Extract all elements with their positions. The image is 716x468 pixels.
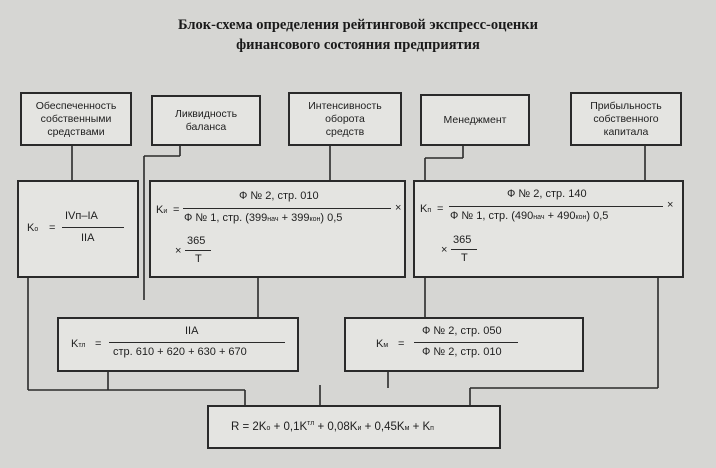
indicator-equity-ratio: Обеспеченность собственными средствами — [20, 92, 132, 146]
ki-fraction-bar — [183, 208, 391, 209]
indicator-turnover-intensity-line-3: средств — [325, 125, 365, 138]
indicator-equity-profitability: Прибыльность собственного капитала — [570, 92, 682, 146]
ko-numerator: IVп–IА — [65, 210, 98, 222]
km-symbol: Kм — [376, 338, 388, 350]
formula-box-kp: Kп = Ф № 2, стр. 140 Ф № 1, стр. (490нач… — [413, 180, 684, 278]
ki-den-part-c: ) 0,5 — [320, 212, 343, 224]
ki-days-numerator: 365 — [187, 235, 206, 247]
indicator-management: Менеджмент — [420, 94, 530, 146]
ko-fraction-bar — [62, 227, 124, 228]
indicator-equity-profitability-line-1: Прибыльность — [590, 99, 662, 112]
indicator-equity-ratio-line-3: средствами — [47, 125, 105, 138]
ko-symbol-letter: K — [27, 222, 35, 234]
kp-den-part-a: Ф № 1, стр. (490 — [450, 210, 534, 222]
indicator-turnover-intensity-line-1: Интенсивность — [308, 99, 382, 112]
ko-symbol: Ko — [27, 222, 38, 234]
km-denominator: Ф № 2, стр. 010 — [422, 346, 502, 358]
ki-symbol-letter: K — [156, 204, 164, 216]
ko-denominator: IIА — [81, 232, 95, 244]
ki-days-fraction-bar — [185, 250, 211, 251]
km-symbol-letter: K — [376, 338, 384, 350]
kp-den-part-c: ) 0,5 — [586, 210, 609, 222]
rating-sub-o: о — [266, 424, 271, 432]
indicator-liquidity-line-2: баланса — [185, 120, 227, 133]
rating-term-km: + 0,45K — [361, 420, 405, 433]
kp-den-sub-start: нач — [533, 214, 545, 221]
ktl-denominator: стр. 610 + 620 + 630 + 670 — [113, 346, 247, 358]
km-fraction-bar — [414, 342, 518, 343]
kp-days-fraction-bar — [451, 249, 477, 250]
ki-den-part-a: Ф № 1, стр. (399 — [184, 212, 268, 224]
ktl-equals: = — [95, 338, 102, 350]
rating-term-ki: + 0,08K — [314, 420, 358, 433]
ktl-fraction-bar — [109, 342, 285, 343]
ki-numerator: Ф № 2, стр. 010 — [239, 190, 319, 202]
rating-term-ko: R = 2K — [231, 420, 267, 433]
ktl-symbol: Kтл — [71, 338, 85, 350]
formula-box-ko: Ko = IVп–IА IIА — [17, 180, 139, 278]
rating-formula: R = 2Kо + 0,1Kтл + 0,08Kи + 0,45Kм + Kп — [231, 420, 434, 433]
kp-symbol: Kп — [420, 203, 431, 215]
ki-equals: = — [173, 204, 180, 216]
formula-box-km: Kм = Ф № 2, стр. 050 Ф № 2, стр. 010 — [344, 317, 584, 372]
ki-den-part-b: + 399 — [281, 212, 310, 224]
ki-den-sub-start: нач — [267, 216, 279, 223]
ktl-symbol-sub: тл — [78, 342, 86, 349]
ktl-numerator: IIА — [185, 325, 199, 337]
indicator-liquidity: Ликвидность баланса — [151, 95, 261, 146]
kp-multiply-sign-2: × — [441, 244, 448, 256]
kp-symbol-sub: п — [427, 207, 432, 214]
formula-box-ki: Kи = Ф № 2, стр. 010 Ф № 1, стр. (399нач… — [149, 180, 406, 278]
km-equals: = — [398, 338, 405, 350]
kp-den-part-b: + 490 — [547, 210, 576, 222]
ki-multiply-sign: × — [395, 202, 402, 214]
indicator-turnover-intensity: Интенсивность оборота средств — [288, 92, 402, 146]
ktl-symbol-letter: K — [71, 338, 79, 350]
diagram-title-line-1: Блок-схема определения рейтинговой экспр… — [178, 17, 538, 33]
rating-term-ktl: + 0,1K — [270, 420, 308, 433]
km-numerator: Ф № 2, стр. 050 — [422, 325, 502, 337]
ko-symbol-sub: o — [34, 226, 39, 233]
kp-symbol-letter: K — [420, 203, 428, 215]
rating-sub-m: м — [404, 424, 410, 432]
kp-den-sub-end: кон — [575, 214, 587, 221]
kp-days-numerator: 365 — [453, 234, 472, 246]
indicator-liquidity-line-1: Ликвидность — [174, 107, 238, 120]
kp-fraction-bar — [449, 206, 663, 207]
kp-days-denominator: Т — [461, 252, 468, 264]
ki-days-denominator: Т — [195, 253, 202, 265]
indicator-equity-ratio-line-1: Обеспеченность — [35, 99, 117, 112]
indicator-management-line-1: Менеджмент — [443, 113, 507, 126]
indicator-equity-profitability-line-3: капитала — [603, 125, 649, 138]
formula-box-ktl: Kтл = IIА стр. 610 + 620 + 630 + 670 — [57, 317, 299, 372]
ko-equals: = — [49, 222, 56, 234]
ki-denominator: Ф № 1, стр. (399нач + 399кон) 0,5 — [184, 212, 342, 224]
ki-multiply-sign-2: × — [175, 245, 182, 257]
kp-numerator: Ф № 2, стр. 140 — [507, 188, 587, 200]
km-symbol-sub: м — [383, 342, 389, 349]
kp-multiply-sign: × — [667, 199, 674, 211]
rating-term-kp: + K — [409, 420, 431, 433]
diagram-title-line-2: финансового состояния предприятия — [236, 37, 480, 53]
rating-sub-p: п — [430, 424, 434, 432]
rating-sup-tl: тл — [307, 420, 315, 427]
rating-formula-box: R = 2Kо + 0,1Kтл + 0,08Kи + 0,45Kм + Kп — [207, 405, 501, 449]
indicator-equity-profitability-line-2: собственного — [593, 112, 659, 125]
ki-symbol-sub: и — [163, 208, 168, 215]
kp-equals: = — [437, 203, 444, 215]
indicator-turnover-intensity-line-2: оборота — [325, 112, 365, 125]
ki-symbol: Kи — [156, 204, 167, 216]
indicator-equity-ratio-line-2: собственными — [40, 112, 112, 125]
kp-denominator: Ф № 1, стр. (490нач + 490кон) 0,5 — [450, 210, 608, 222]
rating-sub-i: и — [357, 424, 362, 432]
ki-den-sub-end: кон — [309, 216, 321, 223]
